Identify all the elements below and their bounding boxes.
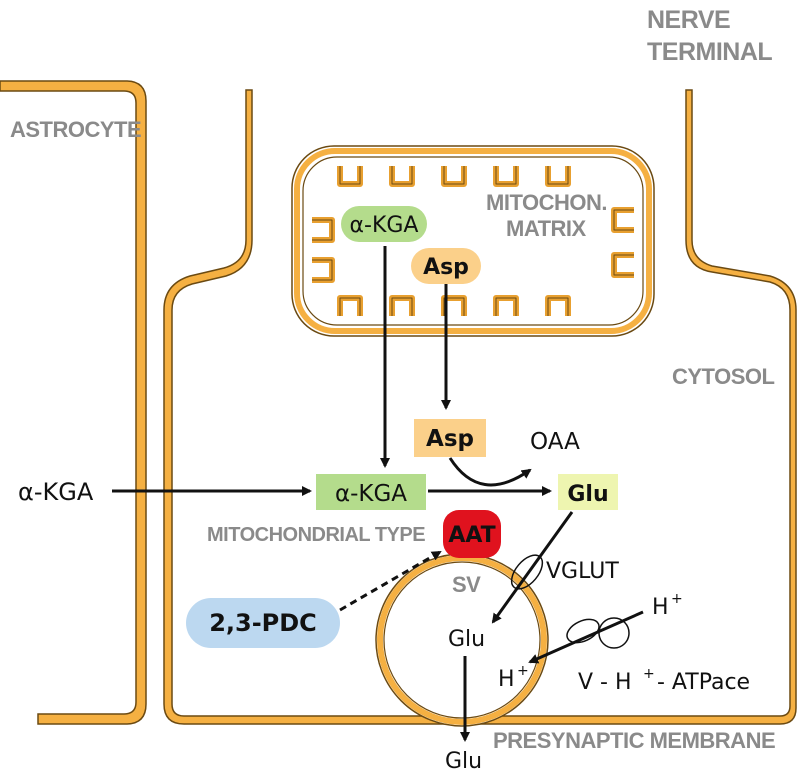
vglut-label: VGLUT [546, 559, 619, 584]
arrow-h-into-vesicle [528, 610, 644, 664]
synaptic-vesicle [375, 553, 549, 727]
glu-vesicle-label: Glu [448, 627, 485, 652]
svg-text:V - H: V - H [578, 670, 632, 695]
astrocyte-membrane [0, 80, 147, 725]
mitochondrial-type-label: MITOCHONDRIAL TYPE [207, 524, 425, 546]
atpase-label: V - H + - ATPace [578, 666, 750, 695]
atpase-head-icon [598, 617, 630, 649]
mitochondrion [291, 145, 655, 337]
svg-text:2,3-PDC: 2,3-PDC [209, 609, 317, 637]
nerve-terminal-label: NERVE [647, 6, 730, 34]
svg-text:+: + [671, 591, 683, 607]
svg-text:Asp: Asp [426, 426, 474, 452]
cytosol-label: CYTOSOL [672, 364, 775, 389]
vglut-transporter-icon [510, 554, 544, 590]
svg-text:H: H [652, 595, 669, 620]
svg-text:- ATPace: - ATPace [650, 670, 750, 695]
asp-mito-badge: Asp [411, 248, 481, 284]
sv-label: SV [452, 572, 481, 597]
nerve-terminal-label-2: TERMINAL [647, 38, 772, 66]
svg-text:+: + [643, 666, 655, 682]
svg-text:α-KGA: α-KGA [335, 481, 407, 507]
akga-cytosol-badge: α-KGA [316, 474, 426, 510]
glu-cytosol-badge: Glu [558, 474, 618, 510]
pdc-inhibitor-badge: 2,3-PDC [186, 598, 340, 648]
svg-text:+: + [517, 663, 529, 679]
arrow-glu-into-vesicle [491, 511, 574, 624]
svg-text:Glu: Glu [567, 482, 608, 507]
arrow-asp-to-oaa [448, 457, 532, 487]
oaa-label: OAA [530, 429, 580, 455]
akga-mito-badge: α-KGA [341, 206, 427, 242]
atpase-pump-icon [566, 618, 600, 644]
mito-matrix-label: MITOCHON. [486, 190, 607, 215]
h-in-label: H + [498, 663, 529, 692]
glu-released-label: Glu [445, 749, 482, 774]
svg-text:Asp: Asp [423, 255, 469, 280]
astrocyte-label: ASTROCYTE [10, 117, 141, 142]
asp-cytosol-badge: Asp [414, 419, 486, 457]
aat-enzyme-badge: AAT [443, 510, 501, 558]
arrow-pdc-inhibits-aat [339, 550, 442, 612]
svg-text:H: H [498, 667, 515, 692]
presynaptic-membrane-label: PRESYNAPTIC MEMBRANE [493, 728, 775, 753]
akga-outside-label: α-KGA [18, 478, 94, 506]
svg-text:AAT: AAT [448, 523, 495, 548]
nerve-terminal-membrane [163, 89, 797, 725]
h-out-label: H + [652, 591, 683, 620]
svg-text:α-KGA: α-KGA [350, 213, 419, 238]
mito-matrix-label-2: MATRIX [506, 216, 587, 241]
